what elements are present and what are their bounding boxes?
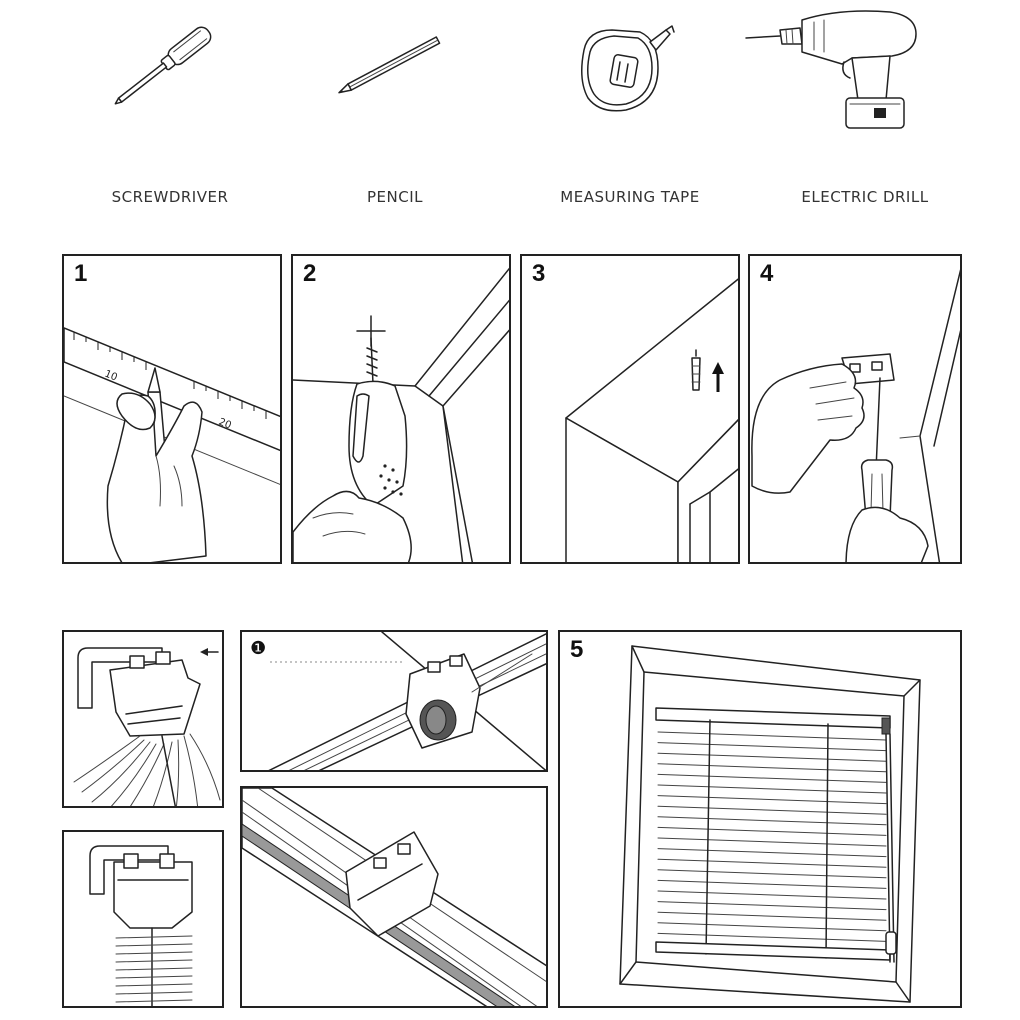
tool-label-measuring-tape: MEASURING TAPE xyxy=(560,188,700,206)
blind-slat xyxy=(657,848,887,858)
step-number: 3 xyxy=(532,260,546,287)
detail-bracket-rail-panel xyxy=(240,786,548,1008)
blind-slat xyxy=(657,784,887,794)
detail-marker: ❶ xyxy=(250,638,267,659)
blind-slat xyxy=(657,890,887,900)
blind-slat xyxy=(657,763,887,773)
blind-slat xyxy=(657,805,887,815)
blind-slat xyxy=(657,773,887,783)
detail-rail-hook-panel xyxy=(62,630,224,808)
pencil-icon xyxy=(330,30,450,100)
ruler-mark-10: 10 xyxy=(103,369,119,384)
tool-label-pencil: PENCIL xyxy=(367,188,423,206)
step-number: 5 xyxy=(570,636,584,663)
blind-slat xyxy=(657,901,887,911)
blind-slat xyxy=(657,742,887,752)
screwdriver-icon xyxy=(100,10,230,120)
blind-slat xyxy=(657,858,887,868)
tool-label-electric-drill: ELECTRIC DRILL xyxy=(801,188,929,206)
blind-slat xyxy=(657,911,887,921)
blind-slat xyxy=(657,752,887,762)
blind-slat xyxy=(657,731,887,741)
step-number: 2 xyxy=(303,260,317,287)
blind-slat xyxy=(657,922,887,932)
step-5-panel: 5 xyxy=(558,630,962,1008)
ruler-mark-20: 20 xyxy=(217,417,233,432)
blind-slat xyxy=(657,837,887,847)
step-4-panel: 4 xyxy=(748,254,962,564)
detail-rail-clipped-panel xyxy=(62,830,224,1008)
blind-slat xyxy=(657,879,887,889)
blind-slat xyxy=(657,795,887,805)
blind-slat xyxy=(657,816,887,826)
step-number: 1 xyxy=(74,260,88,287)
blind-slat xyxy=(657,869,887,879)
step-1-panel: 1 10 20 xyxy=(62,254,282,564)
measuring-tape-icon xyxy=(570,20,680,120)
step-number: 4 xyxy=(760,260,774,287)
detail-bracket-slide-panel: ❶ xyxy=(240,630,548,772)
electric-drill-icon xyxy=(740,4,930,134)
step-3-panel: 3 xyxy=(520,254,740,564)
step-2-panel: 2 xyxy=(291,254,511,564)
blind-slat xyxy=(657,826,887,836)
tool-label-screwdriver: SCREWDRIVER xyxy=(111,188,229,206)
finished-blind-illustration xyxy=(619,645,921,1003)
blind-slat xyxy=(657,932,887,942)
